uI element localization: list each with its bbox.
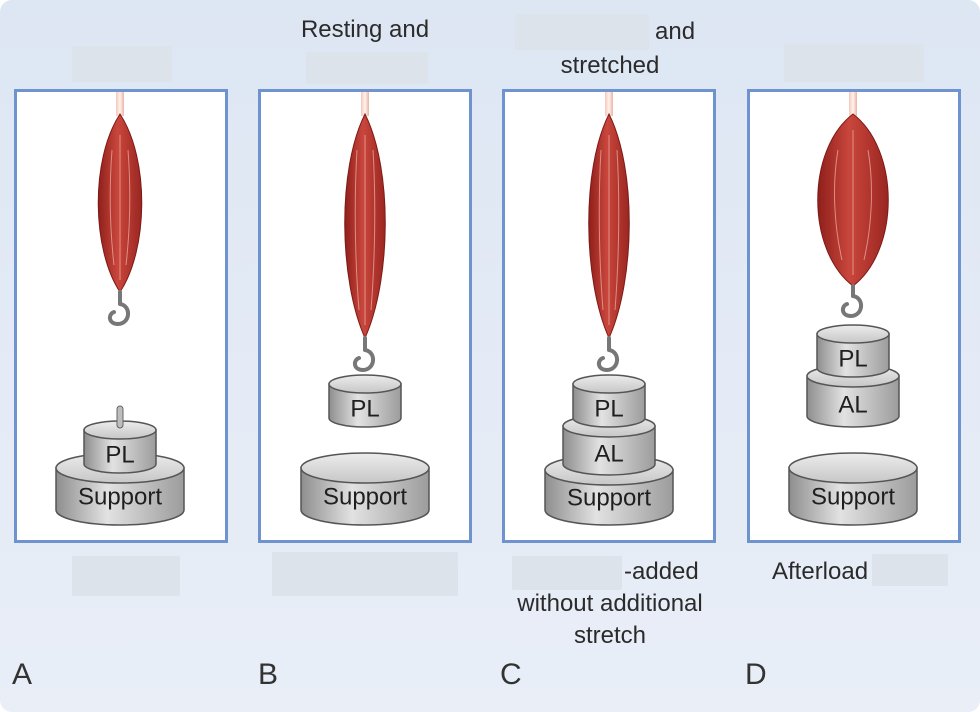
muscle-c — [588, 92, 630, 340]
hidden-label-c-top — [515, 14, 649, 50]
pl-a-label: PL — [105, 441, 134, 468]
letter-d: D — [745, 658, 767, 691]
label-c-bottom-line2: without additional — [517, 590, 703, 617]
hidden-label-d-top — [784, 44, 924, 82]
hidden-label-c-bottom — [512, 556, 622, 590]
hidden-label-b-bottom — [272, 552, 458, 596]
pl-b-label: PL — [350, 395, 379, 422]
label-b-top: Resting and — [300, 16, 430, 43]
letter-b: B — [258, 658, 279, 691]
muscle-d — [817, 92, 889, 287]
pl-weight-b: PL — [328, 374, 402, 428]
hook-b — [352, 336, 375, 373]
support-d-label: Support — [811, 483, 895, 510]
hidden-label-a-bottom — [72, 556, 180, 596]
support-b: Support — [300, 452, 430, 526]
pl-weight-d: PL — [816, 324, 890, 378]
pl-c-label: PL — [594, 395, 623, 422]
al-c-label: AL — [594, 440, 623, 467]
muscle-b — [344, 92, 386, 340]
pl-weight-c: PL — [572, 374, 646, 428]
letter-c: C — [500, 658, 522, 691]
hook-a — [107, 290, 130, 327]
label-c-bottom-line3: stretch — [573, 622, 647, 649]
pl-weight-a: PL — [83, 405, 157, 474]
label-c-top-suffix: and — [655, 18, 696, 45]
hidden-label-b-top — [306, 52, 428, 84]
hook-c — [596, 336, 619, 373]
label-c-top-line2: stretched — [560, 52, 660, 79]
support-b-label: Support — [323, 483, 407, 510]
support-d: Support — [788, 452, 918, 526]
muscle-a — [97, 92, 143, 293]
support-c-label: Support — [567, 484, 651, 511]
al-d-label: AL — [838, 391, 867, 418]
letter-a: A — [12, 658, 33, 691]
pl-d-label: PL — [838, 345, 867, 372]
hidden-label-d-bottom — [872, 554, 948, 586]
label-c-bottom-suffix: -added — [624, 558, 699, 585]
support-a-label: Support — [78, 483, 162, 510]
label-d-bottom-prefix: Afterload — [772, 558, 869, 585]
hidden-label-a-top — [72, 46, 172, 82]
hook-d — [840, 284, 863, 319]
